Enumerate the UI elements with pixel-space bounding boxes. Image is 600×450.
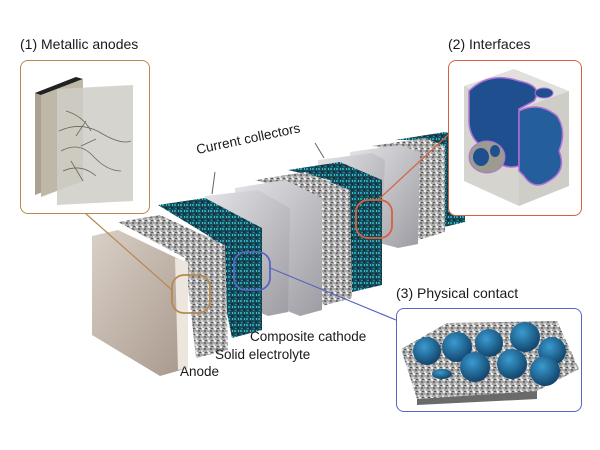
current-collectors-leader-left <box>211 171 216 195</box>
front-cathode <box>158 198 262 338</box>
inset-title-interfaces: (2) Interfaces <box>448 36 531 52</box>
interface-highlight-circle <box>355 199 393 239</box>
front-anode <box>92 230 188 376</box>
connector-line-metallic-anodes <box>84 212 173 291</box>
connector-line-physical-contact <box>269 267 397 321</box>
inset-title-metallic-anodes: (1) Metallic anodes <box>20 36 139 52</box>
inset-interfaces <box>448 60 582 216</box>
connector-line-interfaces <box>377 134 449 201</box>
rear-cathode-3 <box>288 162 382 292</box>
physical-contact-illustration <box>401 321 579 405</box>
interface-cube-illustration <box>464 69 569 206</box>
cathode-highlight-circle <box>233 251 271 291</box>
label-anode: Anode <box>180 364 220 379</box>
label-solid-electrolyte: Solid electrolyte <box>215 347 311 362</box>
front-electrolyte <box>118 215 228 358</box>
current-collectors-leader-right <box>314 142 325 159</box>
inset-physical-contact <box>396 308 582 412</box>
rear-electrolyte-3 <box>255 172 352 306</box>
label-composite-cathode: Composite cathode <box>250 329 367 344</box>
metallic-anode-dendrite-illustration <box>35 77 133 205</box>
inset-title-physical-contact: (3) Physical contact <box>396 285 519 301</box>
anode-highlight-circle <box>171 274 211 314</box>
inset-metallic-anodes <box>20 60 150 214</box>
